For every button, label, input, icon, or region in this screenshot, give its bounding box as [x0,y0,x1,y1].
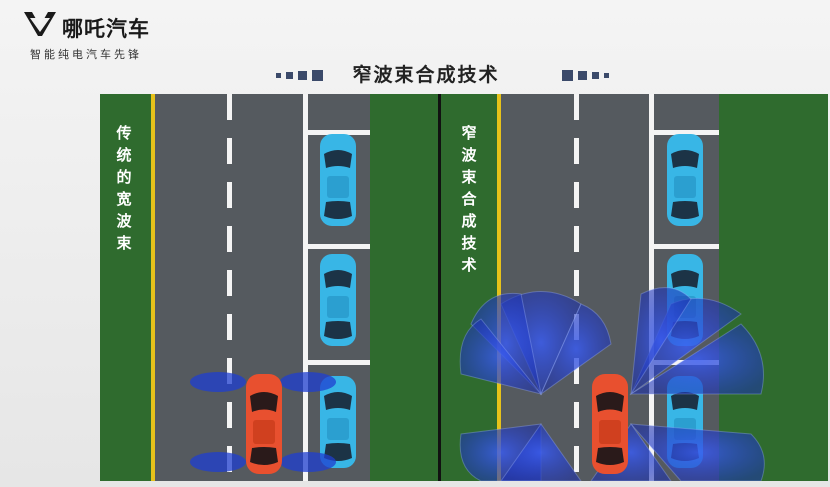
page-title: 窄波束合成技术 [352,64,500,86]
parking-slot-line [305,360,370,365]
panel-label-wide: 传 统 的 宽 波 束 [116,124,132,252]
parked-car [667,134,703,226]
parked-car [320,254,356,346]
parking-slot-line [651,244,719,249]
grass-strip-right [370,94,438,481]
title-decoration-right [562,70,609,81]
lane-line [649,94,654,481]
title-row: 窄波束合成技术 [0,60,830,88]
grass-strip-left [100,94,152,481]
brand-slogan: 智能纯电汽车先锋 [30,48,142,61]
brand-name: 哪吒汽车 [62,17,150,41]
nezha-logo-icon [24,12,56,36]
ego-car [592,374,628,474]
ego-car [246,374,282,474]
panel-wide-beam: 传 统 的 宽 波 束 [100,94,438,481]
narrow-beam-lobes [459,287,765,481]
center-line [497,94,501,481]
lane-dash [227,94,232,481]
panel-narrow-beam: 窄 波 束 合 成 技 术 [441,94,828,481]
parked-car [320,134,356,226]
panel-label-narrow: 窄 波 束 合 成 技 术 [461,124,477,274]
grass-strip-left [441,94,497,481]
brand-logo: 哪吒汽车 智能纯电汽车先锋 [22,10,222,65]
parking-slot-line [305,244,370,249]
lane-line [303,94,308,481]
title-decoration-left [276,70,323,81]
parked-car [320,376,356,468]
wide-beam-waves [190,372,336,472]
lane-dash [574,94,579,481]
grass-strip-right [719,94,828,481]
comparison-scene: 传 统 的 宽 波 束 [100,94,828,481]
center-line [151,94,155,481]
parking-slot-line [305,130,370,135]
parking-slot-line [651,130,719,135]
